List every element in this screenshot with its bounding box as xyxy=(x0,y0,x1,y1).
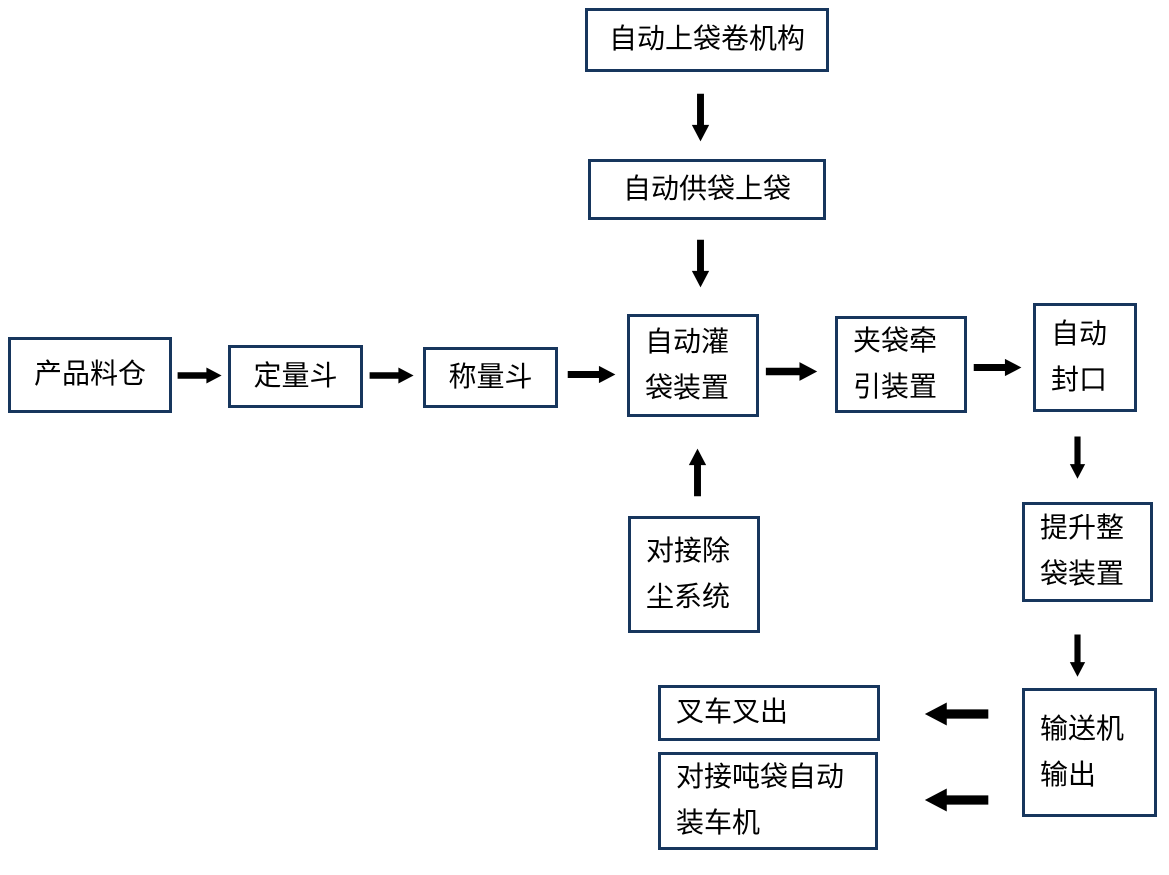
node-bag-roll-mechanism: 自动上袋卷机构 xyxy=(585,8,829,72)
node-auto-sealing: 自动 封口 xyxy=(1033,303,1137,412)
node-ton-bag-truck-loader: 对接吨袋自动 装车机 xyxy=(658,752,878,850)
flow-arrow-left-icon xyxy=(919,699,993,729)
flow-arrow-right-icon xyxy=(972,354,1024,381)
flow-arrow-left-icon xyxy=(919,785,993,815)
flow-arrow-down-icon xyxy=(687,92,714,144)
flow-arrow-down-icon xyxy=(1065,435,1090,481)
node-dust-removal-system: 对接除 尘系统 xyxy=(628,516,760,633)
node-dosing-hopper: 定量斗 xyxy=(228,345,363,408)
node-product-silo: 产品料仓 xyxy=(8,337,172,413)
flow-arrow-down-icon xyxy=(687,238,714,290)
node-bag-lifting-device: 提升整 袋装置 xyxy=(1022,502,1153,602)
flow-arrow-right-icon xyxy=(566,361,618,388)
flow-arrow-right-icon xyxy=(764,358,820,385)
node-forklift-out: 叉车叉出 xyxy=(658,685,880,741)
flow-arrow-down-icon xyxy=(1065,633,1090,679)
flow-arrow-up-icon xyxy=(684,446,711,498)
flow-arrow-right-icon xyxy=(368,362,416,389)
node-bag-supply: 自动供袋上袋 xyxy=(588,159,826,220)
node-bag-clamping-traction: 夹袋牵 引装置 xyxy=(835,316,967,413)
node-auto-filling-device: 自动灌 袋装置 xyxy=(627,314,759,417)
flow-arrow-right-icon xyxy=(176,362,224,389)
node-weighing-hopper: 称量斗 xyxy=(423,347,558,408)
node-conveyor-output: 输送机 输出 xyxy=(1022,688,1157,817)
